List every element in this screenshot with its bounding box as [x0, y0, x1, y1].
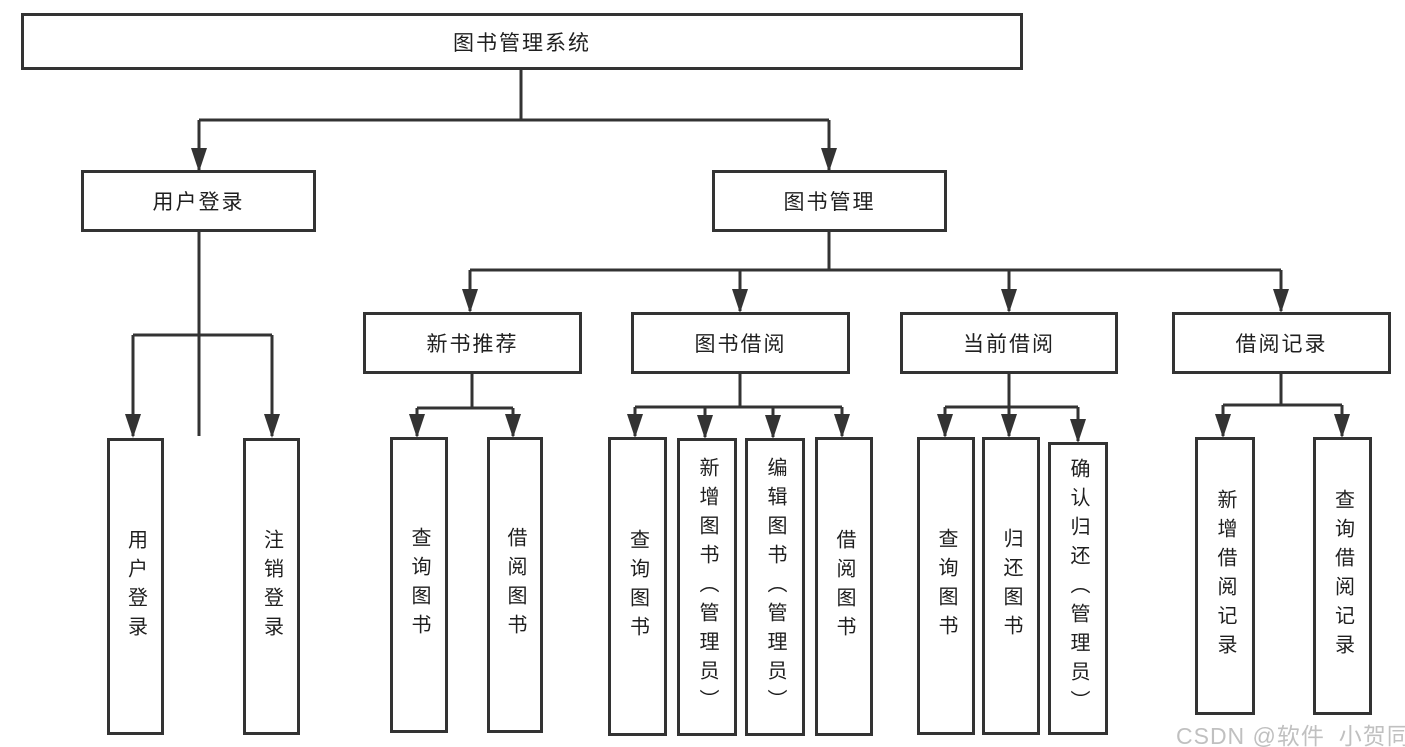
leaf-return-book-label: 归还图书 [1000, 528, 1022, 644]
node-book-borrow: 图书借阅 [631, 312, 850, 374]
leaf-current-query-book-label: 查询图书 [935, 528, 957, 644]
leaf-query-borrow-record-label: 查询借阅记录 [1331, 489, 1354, 663]
leaf-logout-label: 注销登录 [260, 528, 283, 645]
connector-new-book-bus [415, 374, 515, 436]
leaf-edit-book-admin: 编辑图书（管理员） [745, 438, 805, 736]
connector-book-mgmt-bus [468, 232, 1283, 311]
leaf-return-book: 归还图书 [982, 437, 1040, 735]
leaf-recommend-query-book: 查询图书 [390, 437, 448, 733]
leaf-borrow-query-book-label: 查询图书 [626, 528, 649, 645]
connector-current-borrow-bus [943, 374, 1080, 441]
leaf-add-book-admin-label: 新增图书（管理员） [696, 456, 718, 718]
node-borrow-records-label: 借阅记录 [1235, 333, 1328, 356]
arrowhead-icon [834, 414, 850, 438]
connector-book-borrow-bus [633, 374, 844, 437]
arrowhead-icon [697, 415, 713, 439]
leaf-recommend-query-book-label: 查询图书 [408, 527, 430, 643]
arrowhead-icon [409, 414, 425, 438]
arrowhead-icon [732, 289, 748, 313]
csdn-watermark: CSDN @软件_小贺同学 [1176, 723, 1405, 747]
leaf-recommend-borrow-book: 借阅图书 [487, 437, 543, 733]
node-current-borrow: 当前借阅 [900, 312, 1118, 374]
arrowhead-icon [1070, 419, 1086, 443]
leaf-add-book-admin: 新增图书（管理员） [677, 438, 737, 736]
arrowhead-icon [1334, 414, 1350, 438]
arrowhead-icon [937, 414, 953, 438]
leaf-current-query-book: 查询图书 [917, 437, 975, 735]
arrowhead-icon [1273, 289, 1289, 313]
leaf-edit-book-admin-label: 编辑图书（管理员） [764, 456, 786, 718]
arrowhead-icon [1215, 414, 1231, 438]
node-current-borrow-label: 当前借阅 [963, 333, 1055, 356]
leaf-borrow-book: 借阅图书 [815, 437, 873, 736]
arrowhead-icon [1001, 289, 1017, 313]
leaf-confirm-return-admin: 确认归还（管理员） [1048, 442, 1108, 735]
connector-user-login-bus [131, 333, 274, 436]
arrowhead-icon [505, 414, 521, 438]
node-root: 图书管理系统 [21, 13, 1023, 70]
arrowhead-icon [627, 414, 643, 438]
leaf-borrow-book-label: 借阅图书 [833, 528, 855, 645]
arrowhead-icon [125, 414, 141, 438]
arrowhead-icon [1001, 414, 1017, 438]
connector-borrow-records-bus [1221, 374, 1344, 436]
node-new-book-recommend: 新书推荐 [363, 312, 582, 374]
leaf-borrow-query-book: 查询图书 [608, 437, 667, 736]
arrowhead-icon [765, 415, 781, 439]
node-book-management: 图书管理 [712, 170, 947, 232]
leaf-add-borrow-record-label: 新增借阅记录 [1214, 489, 1236, 663]
node-root-label: 图书管理系统 [453, 31, 591, 55]
arrowhead-icon [821, 148, 837, 172]
node-book-management-label: 图书管理 [783, 191, 876, 214]
leaf-logout: 注销登录 [243, 438, 300, 735]
leaf-user-login: 用户登录 [107, 438, 164, 735]
arrowhead-icon [462, 289, 478, 313]
node-user-login: 用户登录 [81, 170, 316, 232]
node-borrow-records: 借阅记录 [1172, 312, 1391, 374]
leaf-recommend-borrow-book-label: 借阅图书 [504, 527, 526, 643]
arrowhead-icon [191, 148, 207, 172]
leaf-user-login-label: 用户登录 [124, 528, 147, 645]
node-book-borrow-label: 图书借阅 [694, 333, 787, 356]
arrowhead-icon [264, 414, 280, 438]
connector-root-to-level2 [197, 70, 831, 436]
node-user-login-label: 用户登录 [152, 191, 245, 214]
node-new-book-recommend-label: 新书推荐 [426, 333, 519, 356]
leaf-add-borrow-record: 新增借阅记录 [1195, 437, 1255, 715]
leaf-query-borrow-record: 查询借阅记录 [1313, 437, 1372, 715]
leaf-confirm-return-admin-label: 确认归还（管理员） [1067, 458, 1089, 719]
